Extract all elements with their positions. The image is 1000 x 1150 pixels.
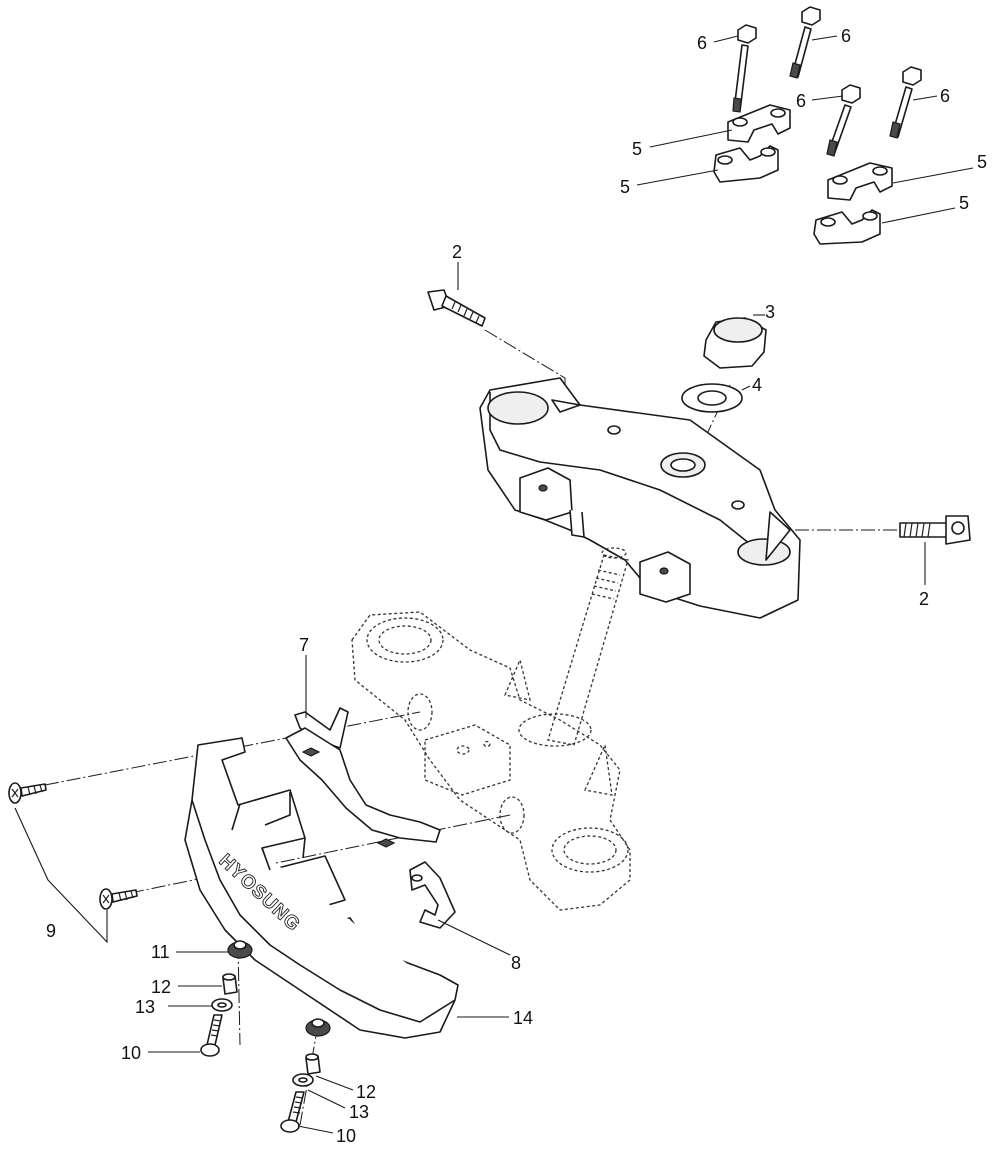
callout-7: 7 [299,635,309,655]
clamp-5-upper-right [827,162,893,201]
callout-labels: 6 6 6 6 5 5 5 5 2 3 4 2 7 8 9 11 12 13 1… [46,26,987,1146]
callout-5-c: 5 [977,152,987,172]
callout-10-a: 10 [121,1043,141,1063]
callout-11: 11 [151,942,170,962]
clamp-5-upper-left [727,104,791,143]
grommet-11-b [305,1018,331,1037]
screw-9-lower [99,888,138,910]
callout-5-d: 5 [959,193,969,213]
callout-2-right: 2 [919,589,929,609]
cap-screw-2-upper [427,289,486,327]
bolt-6-b [789,6,821,79]
clamp-5-lower-left [713,145,779,183]
washer-13-b [292,1073,314,1087]
bolt-6-a [732,24,757,113]
callout-6-c: 6 [796,91,806,111]
clip-8 [409,861,456,929]
callout-4: 4 [752,375,762,395]
washer-13-a [211,998,233,1012]
screw-9-upper [8,782,47,804]
callout-6-b: 6 [841,26,851,46]
callout-8: 8 [511,953,521,973]
callout-13-a: 13 [135,997,155,1017]
bracket-7 [285,707,441,848]
cap-screw-2-right [899,515,971,545]
bolt-6-c [826,84,861,157]
upper-triple-clamp [479,377,801,619]
cover-14 [184,737,459,1039]
callout-5-a: 5 [632,139,642,159]
bolt-6-d [889,66,922,139]
collar-12-a [222,973,238,995]
clamp-5-lower-right [813,209,881,245]
callout-13-b: 13 [349,1102,369,1122]
callout-3: 3 [765,302,775,322]
collar-12-b [305,1053,321,1075]
screw-10-a [200,1014,223,1057]
callout-14: 14 [513,1008,533,1028]
callout-2-upper: 2 [452,242,462,262]
grommet-11-a [227,940,253,959]
callout-6-d: 6 [940,86,950,106]
cap-nut-3 [703,317,767,369]
callout-9: 9 [46,921,56,941]
callout-12-b: 12 [356,1082,376,1102]
callout-6-a: 6 [697,33,707,53]
washer-4 [681,383,743,413]
callout-10-b: 10 [336,1126,356,1146]
screw-10-b [280,1091,305,1133]
callout-leaders [14,35,974,1134]
lower-triple-clamp-hidden [351,547,631,911]
callout-5-b: 5 [620,177,630,197]
callout-12-a: 12 [151,977,171,997]
